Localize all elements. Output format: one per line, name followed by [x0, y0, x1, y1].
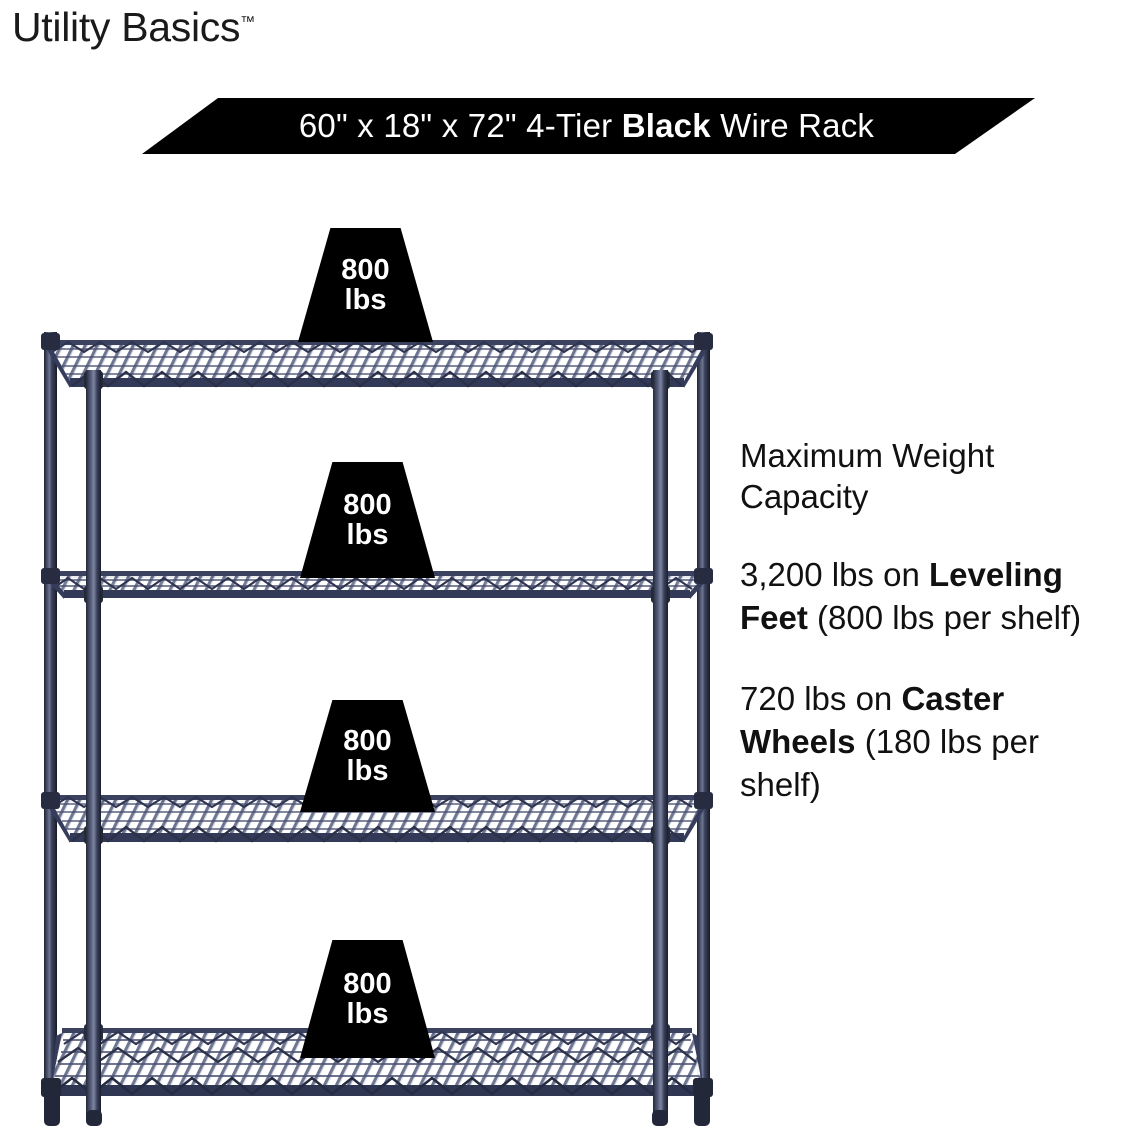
trademark-symbol: ™ [240, 13, 256, 31]
badge-unit: lbs [344, 284, 387, 316]
capacity-copy-block: Maximum Weight Capacity 3,200 lbs on Lev… [740, 435, 1122, 844]
brand-title: Utility Basics™ [12, 4, 255, 51]
badge-unit: lbs [346, 519, 389, 551]
leveling-suffix: (800 lbs per shelf) [807, 599, 1082, 636]
badge-value: 800 [341, 253, 390, 286]
badge-unit: lbs [346, 755, 389, 787]
shelf-weight-badge-1: 800 lbs [298, 228, 433, 342]
shelf-weight-badge-4: 800 lbs [300, 940, 435, 1058]
leveling-feet [44, 1092, 710, 1126]
product-title-text: 60" x 18" x 72" 4-Tier Black Wire Rack [142, 98, 1035, 154]
banner-dimensions: 60" x 18" x 72" [298, 107, 517, 144]
product-title-banner: 60" x 18" x 72" 4-Tier Black Wire Rack [142, 98, 1035, 154]
leveling-bold: Leveling Feet [740, 556, 1063, 636]
caster-suffix: (180 lbs per shelf) [740, 723, 1039, 803]
badge-value: 800 [343, 488, 392, 521]
caster-prefix: 720 lbs on [740, 680, 902, 717]
badge-value: 800 [343, 724, 392, 757]
banner-tier: 4-Tier [526, 107, 613, 144]
leveling-feet-capacity: 3,200 lbs on Leveling Feet (800 lbs per … [740, 553, 1122, 639]
leveling-prefix: 3,200 lbs on [740, 556, 929, 593]
capacity-heading: Maximum Weight Capacity [740, 437, 995, 515]
banner-color-word: Black [621, 107, 711, 144]
badge-value: 800 [343, 967, 392, 1000]
shelf-weight-badge-2: 800 lbs [300, 462, 435, 578]
shelf-weight-badge-3: 800 lbs [300, 700, 435, 812]
badge-unit: lbs [346, 998, 389, 1030]
caster-wheels-capacity: 720 lbs on Caster Wheels (180 lbs per sh… [740, 677, 1122, 806]
brand-name: Utility Basics [12, 4, 241, 50]
banner-product: Wire Rack [720, 107, 875, 144]
caster-bold: Caster Wheels [740, 680, 1005, 760]
